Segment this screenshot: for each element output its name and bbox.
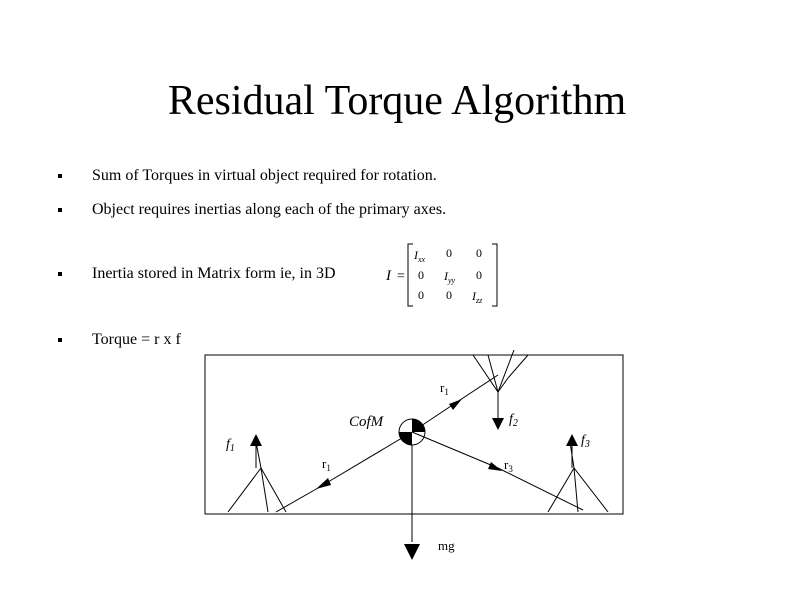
r3-label: r3	[504, 457, 513, 474]
f2-label: f2	[509, 412, 518, 429]
r1-left-arrow-icon	[316, 478, 331, 489]
bullet-text: Sum of Torques in virtual object require…	[92, 167, 437, 184]
matrix-lhs: I	[385, 268, 392, 284]
diagram-frame	[204, 354, 624, 515]
matrix-cell-izz: Izz	[471, 289, 483, 305]
right-bracket-icon	[492, 243, 498, 307]
left-bracket-icon	[407, 243, 413, 307]
r1-left-line	[317, 431, 413, 489]
r3-arrow-icon	[488, 462, 502, 471]
matrix-cell: 0	[476, 268, 482, 282]
cofm-label: CofM	[349, 414, 385, 430]
r1-top-arrow-icon	[449, 399, 462, 410]
f3-label: f3	[581, 433, 590, 450]
matrix-cell-ixx: Ixx	[413, 248, 426, 264]
bullet-dot-icon	[58, 338, 62, 342]
matrix-cell: 0	[476, 246, 482, 260]
mg-label: mg	[438, 538, 455, 553]
r1-left-label: r1	[322, 456, 331, 473]
bullet-text: Torque = r x f	[92, 331, 181, 348]
r3-ext	[497, 467, 584, 511]
bullet-dot-icon	[58, 174, 62, 178]
matrix-cell: 0	[446, 246, 452, 260]
bullet-dot-icon	[58, 208, 62, 212]
matrix-cell: 0	[446, 288, 452, 302]
matrix-cell: 0	[418, 268, 424, 282]
slide-title: Residual Torque Algorithm	[167, 78, 627, 124]
r1-left-ext	[275, 487, 319, 513]
r1-top-label: r1	[440, 380, 449, 397]
r1-top-ext	[459, 374, 499, 401]
matrix-equals: =	[397, 269, 405, 284]
torque-diagram: CofM r1 r1 r3 f1 f2 f3 mg	[204, 350, 624, 560]
mg-arrow-icon	[404, 544, 420, 560]
left-support-icon	[227, 441, 287, 513]
inertia-matrix: I = Ixx 0 0 0 Iyy 0 0 0 Izz	[385, 243, 498, 307]
bullet-dot-icon	[58, 272, 62, 276]
bullet-text: Inertia stored in Matrix form ie, in 3D	[92, 265, 336, 282]
matrix-cell-iyy: Iyy	[443, 269, 456, 285]
r3-line	[411, 431, 499, 469]
right-support-icon	[547, 441, 609, 513]
matrix-cell: 0	[418, 288, 424, 302]
bullet-text: Object requires inertias along each of t…	[92, 201, 447, 218]
f2-arrow-icon	[492, 418, 504, 430]
f3-arrow-icon	[566, 434, 578, 446]
f1-arrow-icon	[250, 434, 262, 446]
f1-label: f1	[226, 437, 235, 454]
